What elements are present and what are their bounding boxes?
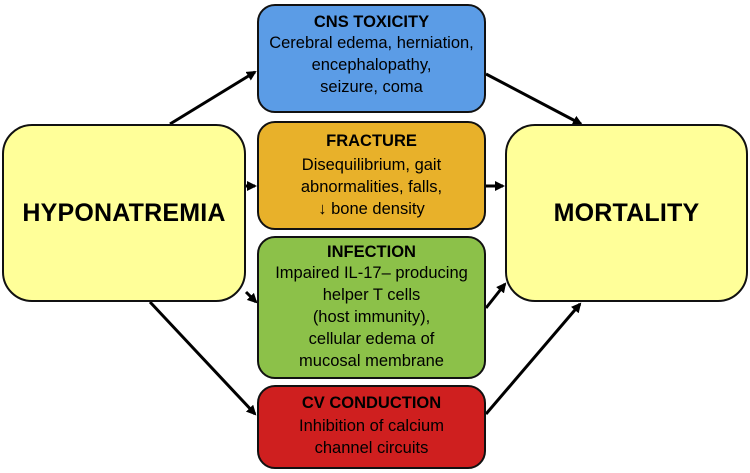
cv-conduction-line: Inhibition of calcium	[299, 417, 444, 435]
infection-line: mucosal membrane	[299, 352, 444, 370]
infection-title: INFECTION	[327, 243, 416, 261]
infection-box: INFECTION Impaired IL-17– producing help…	[257, 236, 486, 379]
hyponatremia-label: HYPONATREMIA	[22, 198, 226, 227]
arrow-hypo-to-cns	[169, 70, 257, 126]
cns-toxicity-title: CNS TOXICITY	[313, 13, 430, 31]
fracture-line: Disequilibrium, gait	[301, 156, 442, 174]
cns-toxicity-line: encephalopathy,	[311, 56, 432, 74]
cv-conduction-line: channel circuits	[314, 439, 429, 457]
cv-conduction-box: CV CONDUCTION Inhibition of calcium chan…	[257, 385, 486, 469]
fracture-title: FRACTURE	[326, 132, 417, 150]
arrow-hypo-to-cv	[148, 300, 257, 416]
cns-toxicity-line: seizure, coma	[320, 78, 423, 96]
arrow-cv-to-mortality	[484, 302, 582, 415]
mortality-box: MORTALITY	[505, 124, 748, 302]
fracture-box: FRACTURE Disequilibrium, gait abnormalit…	[257, 121, 486, 230]
cns-toxicity-box: CNS TOXICITY Cerebral edema, herniation,…	[257, 4, 486, 113]
infection-line: cellular edema of	[308, 330, 435, 348]
arrow-infection-to-mortality	[484, 282, 507, 309]
hyponatremia-box: HYPONATREMIA	[2, 124, 246, 302]
cns-toxicity-line: Cerebral edema, herniation,	[269, 34, 474, 52]
arrow-hypo-to-infection	[244, 290, 258, 304]
infection-line: Impaired IL-17– producing	[275, 264, 468, 282]
infection-line: (host immunity),	[312, 308, 431, 326]
mortality-label: MORTALITY	[553, 198, 700, 227]
infection-line: helper T cells	[322, 286, 421, 304]
arrow-cns-to-mortality	[485, 72, 583, 126]
cv-conduction-title: CV CONDUCTION	[301, 394, 442, 412]
fracture-line: ↓ bone density	[318, 200, 425, 218]
fracture-line: abnormalities, falls,	[300, 178, 443, 196]
